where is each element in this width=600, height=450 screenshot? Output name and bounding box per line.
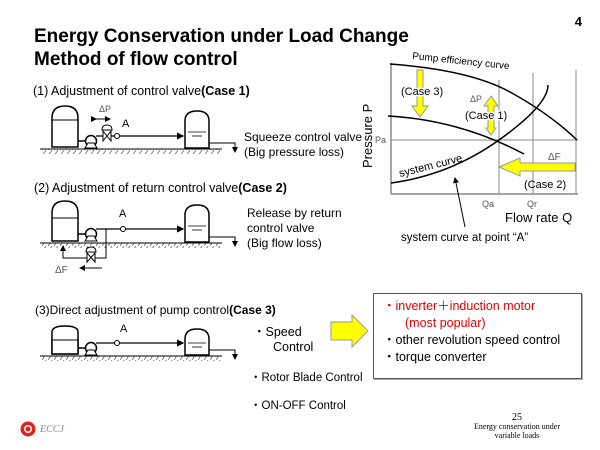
qa-label: Qa [482, 199, 494, 209]
section-2-case: (Case 2) [238, 181, 287, 195]
box-item-inverter: ・inverter＋induction motor [383, 299, 536, 313]
section-2-note: Release by return control valve (Big flo… [247, 206, 342, 251]
qr-label: Qr [527, 199, 537, 209]
section-2-heading: (2) Adjustment of return control valve(C… [34, 181, 287, 195]
result-arrow [330, 313, 369, 349]
pump-characteristic-graph: Pump efficiency curve system curve Pa Qa… [360, 51, 578, 244]
slide-title: Energy Conservation under Load Change [34, 26, 409, 47]
footer-slide-number: 25 [511, 412, 522, 423]
method-speed: ・Speed Control [253, 325, 313, 355]
method-speed-line1: ・Speed [253, 325, 302, 339]
pa-label: Pa [375, 135, 386, 145]
slide-subtitle: Method of flow control [34, 49, 238, 70]
destination-tank [184, 204, 210, 243]
return-line [60, 229, 107, 259]
point-a-marker [120, 226, 126, 232]
footer-caption: 25 Energy conservation under variable lo… [473, 412, 560, 441]
y-axis-label: Pressure P [360, 104, 375, 168]
case1-label: (Case 1) [465, 110, 507, 122]
delta-f-label: ΔF [55, 265, 68, 276]
eccj-logo-text: ECCJ [40, 424, 64, 435]
delta-p-label: ΔP [99, 104, 111, 114]
x-axis-label: Flow rate Q [505, 210, 572, 225]
pump-curve-label: Pump efficiency curve [412, 51, 511, 72]
system-curve [390, 84, 549, 184]
section-3-case: (Case 3) [229, 303, 276, 317]
section-2-label: (2) Adjustment of return control valve [34, 181, 239, 195]
method-speed-line2: Control [273, 340, 314, 354]
diagram-case-1: A ΔP [40, 104, 238, 154]
point-a-marker [114, 133, 120, 139]
schematics: A ΔP A ΔF [40, 104, 369, 361]
diagram-case-3: A [40, 323, 238, 361]
diagram-case-2: A ΔF [40, 200, 238, 276]
box-item-most-popular: (most popular) [405, 316, 486, 330]
point-a-label: A [119, 208, 127, 220]
destination-tank [184, 328, 210, 356]
point-a-label: A [122, 118, 130, 130]
point-a-marker [114, 340, 120, 346]
system-curve-label: system curve [398, 153, 464, 180]
note-line: control valve [247, 221, 315, 235]
source-tank [51, 200, 79, 242]
case2-delta: ΔF [548, 152, 561, 163]
box-item-revolution-speed: ・other revolution speed control [383, 333, 561, 347]
graph-caption: system curve at point “A” [401, 232, 528, 244]
section-1-heading: (1) Adjustment of control valve(Case 1) [33, 84, 250, 98]
section-3-heading: (3)Direct adjustment of pump control(Cas… [35, 303, 276, 317]
box-item-torque-converter: ・torque converter [383, 350, 487, 364]
case1-arrow [483, 95, 499, 136]
case2-label: (Case 2) [524, 179, 566, 191]
return-valve-icon [85, 246, 97, 264]
section-1-note: Squeeze control valve (Big pressure loss… [244, 130, 362, 160]
note-line: (Big flow loss) [247, 236, 322, 250]
section-1-label: (1) Adjustment of control valve [33, 84, 202, 98]
page-number: 4 [574, 14, 582, 29]
pump-curve-rated [389, 63, 578, 141]
footer-line2: variable loads [494, 431, 540, 440]
case2-arrow [497, 157, 576, 177]
note-line: Release by return [247, 206, 342, 220]
case1-delta: ΔP [470, 94, 482, 104]
ground [42, 149, 222, 154]
caption-pointer [453, 177, 466, 228]
footer-line1: Energy conservation under [473, 422, 560, 431]
note-line: (Big pressure loss) [244, 145, 345, 159]
section-1-case: (Case 1) [201, 84, 250, 98]
method-on-off: ・ON-OFF Control [250, 400, 346, 412]
point-a-label: A [120, 323, 128, 335]
section-3-label: (3)Direct adjustment of pump control [35, 303, 230, 317]
method-rotor-blade: ・Rotor Blade Control [250, 372, 363, 384]
destination-tank [184, 110, 210, 149]
pump-curve-reduced [387, 115, 525, 155]
case3-arrow [411, 69, 429, 118]
eccj-logo-icon [20, 421, 36, 437]
source-tank [51, 105, 79, 148]
case3-label: (Case 3) [401, 86, 443, 98]
note-line: Squeeze control valve [244, 130, 363, 144]
control-valve-icon [101, 124, 113, 143]
drive-options-box: ・inverter＋induction motor (most popular)… [373, 293, 582, 379]
